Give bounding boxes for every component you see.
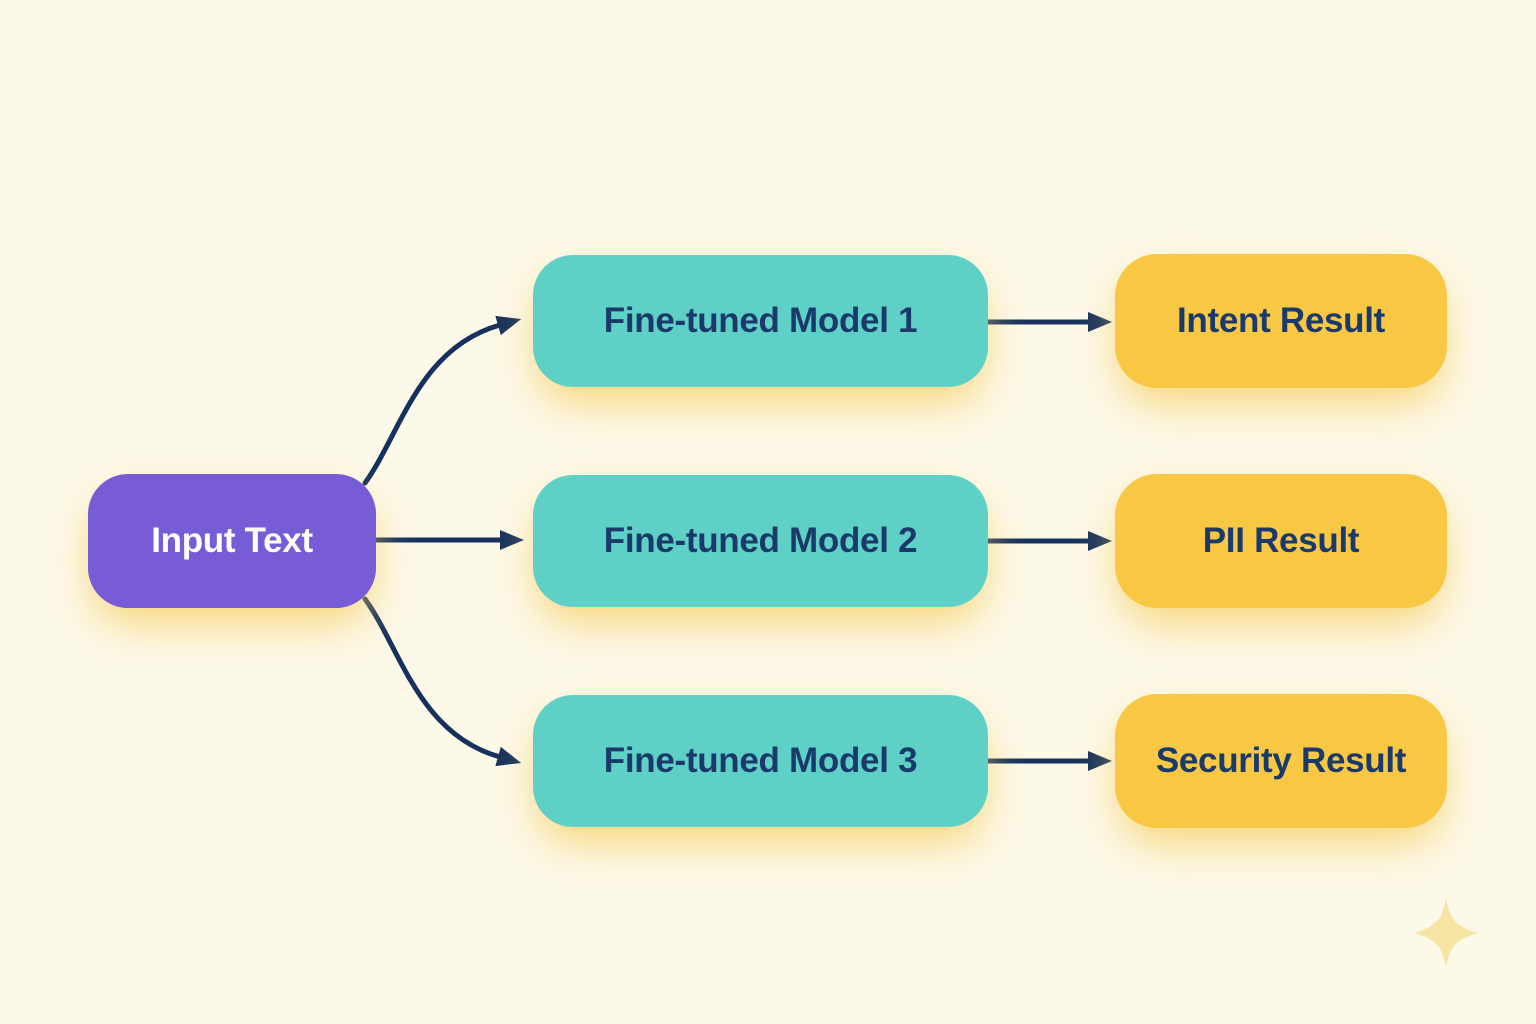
model-1-node: Fine-tuned Model 1	[533, 255, 988, 387]
security-result-node: Security Result	[1115, 694, 1447, 828]
input-text-label: Input Text	[151, 521, 313, 560]
arrow-input-to-model-1	[362, 315, 522, 486]
model-2-node: Fine-tuned Model 2	[533, 475, 988, 607]
model-1-label: Fine-tuned Model 1	[603, 301, 918, 340]
model-2-label: Fine-tuned Model 2	[603, 521, 918, 560]
pii-result-label: PII Result	[1202, 521, 1360, 560]
pii-result-node: PII Result	[1115, 474, 1447, 608]
intent-result-node: Intent Result	[1115, 254, 1447, 388]
sparkle-icon	[1414, 898, 1478, 968]
intent-result-label: Intent Result	[1176, 301, 1386, 340]
input-text-node: Input Text	[88, 474, 376, 608]
security-result-label: Security Result	[1155, 741, 1407, 780]
arrow-input-to-model-3	[362, 596, 522, 767]
model-3-label: Fine-tuned Model 3	[603, 741, 918, 780]
model-3-node: Fine-tuned Model 3	[533, 695, 988, 827]
